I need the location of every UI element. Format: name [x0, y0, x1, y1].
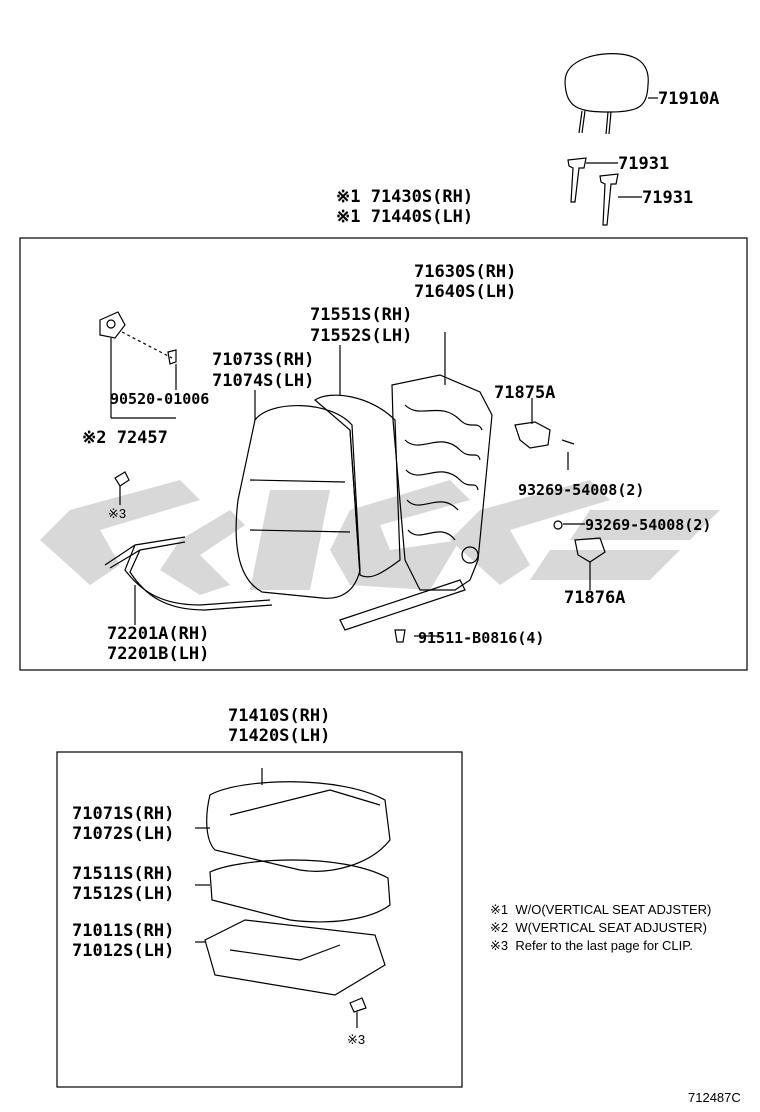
headrest-support-2: [599, 173, 642, 226]
support-2-label: 71931: [642, 188, 694, 208]
cushion-group-box: [56, 751, 463, 1088]
clip-1-part: [114, 471, 130, 505]
cushion-cover-rh-label: 71071S(RH): [72, 804, 175, 824]
headrest-support-1: [567, 157, 618, 203]
back-assy-rh-label: ※1 71430S(RH): [336, 187, 474, 207]
cushion-pad-lh-label: 71512S(LH): [72, 884, 175, 904]
bolt-part: [394, 629, 406, 643]
pad-lh-label: 71552S(LH): [310, 326, 413, 346]
rod-part: [104, 536, 273, 625]
cushion-frame-lh-label: 71012S(LH): [72, 941, 175, 961]
screw-2-label: 93269-54008(2): [585, 516, 712, 534]
seatback-cover-part: [235, 390, 361, 599]
clip-2-label: ※3: [347, 1032, 366, 1047]
seatback-frame-part: [339, 332, 493, 637]
headrest-part: [564, 53, 658, 135]
seatback-pad-part: [314, 345, 401, 578]
pad-rh-label: 71551S(RH): [310, 305, 413, 325]
note-3: ※3 Refer to the last page for CLIP.: [490, 938, 693, 953]
clip-2-part: [349, 997, 367, 1028]
frame-lh-label: 71640S(LH): [414, 282, 517, 302]
cover-lh-label: 71074S(LH): [212, 371, 315, 391]
lower-cover-label: 71875A: [494, 383, 556, 403]
cushion-pad-part: [195, 859, 391, 923]
clip-1-label: ※3: [108, 506, 127, 521]
seatback-group-box: [19, 237, 748, 671]
knob-screw-label: 90520-01006: [110, 390, 210, 408]
cushion-cover-lh-label: 71072S(LH): [72, 824, 175, 844]
note-2: ※2 W(VERTICAL SEAT ADJUSTER): [490, 920, 708, 935]
cushion-frame-rh-label: 71011S(RH): [72, 921, 175, 941]
cushion-pad-rh-label: 71511S(RH): [72, 864, 175, 884]
bolt-label: 91511-B0816(4): [418, 629, 545, 647]
note-1: ※1 W/O(VERTICAL SEAT ADJSTER): [490, 902, 712, 917]
rod-lh-label: 72201B(LH): [107, 644, 210, 664]
support-1-label: 71931: [618, 154, 670, 174]
frame-rh-label: 71630S(RH): [414, 262, 517, 282]
cushion-assy-lh-label: 71420S(LH): [228, 726, 331, 746]
screw-1-label: 93269-54008(2): [518, 481, 645, 499]
headrest-label: 71910A: [658, 89, 720, 109]
watermark-logo: [40, 480, 720, 595]
cushion-assy-rh-label: 71410S(RH): [228, 706, 331, 726]
knob-label: ※2 72457: [82, 428, 168, 448]
cover-rh-label: 71073S(RH): [212, 350, 315, 370]
cushion-cover-part: [195, 781, 391, 872]
figure-code: 712487C: [688, 1090, 741, 1105]
knob-part: [99, 311, 177, 419]
lower-cover-2-label: 71876A: [564, 588, 626, 608]
lower-cover-part: [514, 398, 575, 470]
back-assy-lh-label: ※1 71440S(LH): [336, 207, 474, 227]
cushion-frame-part: [195, 768, 386, 996]
lower-cover-2-part: [553, 520, 606, 590]
rod-rh-label: 72201A(RH): [107, 624, 210, 644]
